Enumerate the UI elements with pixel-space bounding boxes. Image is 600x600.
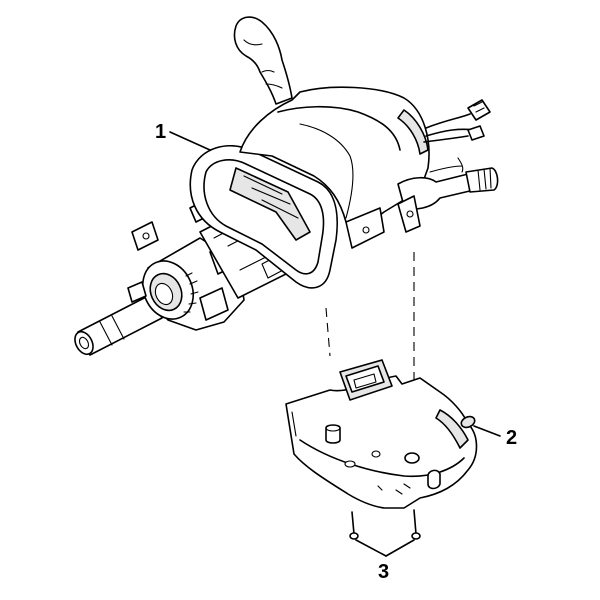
leader-3-right [385,539,415,557]
upper-shroud-cover [239,86,430,249]
lower-shroud [285,359,478,509]
callout-labels: 1 2 3 [155,121,517,583]
leader-lines [169,131,501,557]
wiper-lever [397,157,499,233]
leader-1 [169,131,211,151]
callout-1-label: 1 [155,121,166,143]
steering-shaft [74,294,163,356]
callout-2-label: 2 [506,427,517,449]
leader-3-left [355,539,387,557]
steering-column-assembly [74,16,499,356]
screw-left [349,511,359,540]
upper-shroud-frame [189,145,338,289]
wiring-harness [423,99,491,143]
shroud-screws [349,509,421,540]
turn-signal-lever [233,16,293,105]
callout-3-label: 3 [378,561,389,583]
screw-right [411,509,421,540]
leader-2 [473,425,501,437]
